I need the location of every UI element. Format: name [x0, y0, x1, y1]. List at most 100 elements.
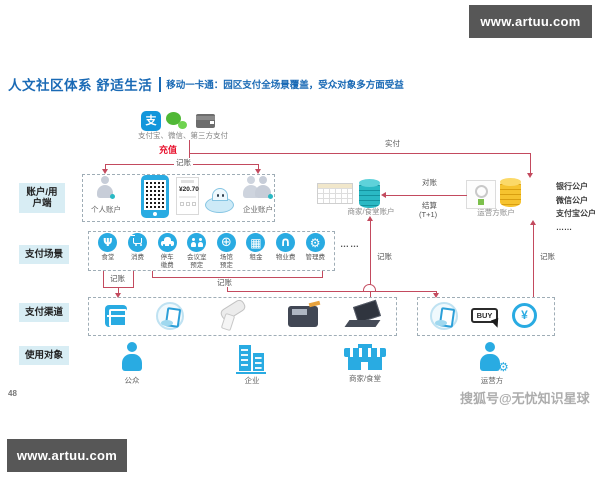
arrowhead [530, 220, 536, 225]
scene-label: 消费 [130, 254, 144, 261]
payment-receipt: ¥20.70 [176, 177, 199, 215]
enterprise-user-label: 企业 [244, 376, 260, 385]
row-label-users: 使用对象 [19, 346, 69, 365]
connector-line [227, 291, 437, 292]
yuan-circle-icon: ¥ [512, 303, 537, 328]
public-user-icon [120, 342, 144, 373]
stadium-icon [216, 233, 236, 252]
flow-label-bookkeeping-merchant: 记账 [375, 252, 394, 261]
alipay-icon: 支 [141, 111, 161, 131]
title-subtitle: 移动一卡通：园区支付全场景覆盖，受众对象多方面受益 [166, 80, 404, 91]
arrowhead [527, 173, 533, 178]
connector-line [133, 271, 134, 287]
public-account-item: 微信公户 [556, 195, 588, 205]
scene-label: 场馆 预定 [219, 254, 233, 269]
scene-label: 会议室 预定 [186, 254, 207, 269]
channels-online-box [417, 297, 555, 336]
qr-scan-icon [105, 305, 127, 327]
flow-label-settle: 结算 [420, 201, 439, 210]
flow-label-settle-cycle: (T+1) [417, 210, 440, 219]
flow-label-recharge: 充值 [159, 145, 178, 155]
connector-line [370, 220, 371, 286]
restaurant-icon [98, 233, 118, 252]
magnet-icon [276, 233, 296, 252]
channels-offline-box [88, 297, 397, 336]
receipt-header [181, 180, 194, 183]
scene-consume: 消费 [123, 233, 153, 271]
merchant-database-icon [359, 179, 380, 208]
connector-line [258, 164, 259, 170]
scenes-box [88, 231, 335, 271]
wallet-icon [196, 114, 215, 128]
public-account-item: 支付宝公户 [556, 209, 596, 218]
scene-label: 停车 缴费 [160, 254, 174, 269]
scene-parking: 停车 缴费 [152, 233, 182, 271]
row-label-scenes: 支付场景 [19, 245, 69, 264]
car-icon [157, 233, 177, 252]
building-icon [246, 233, 266, 252]
arrowhead [433, 293, 439, 298]
connector-line [189, 140, 190, 153]
arrowhead [102, 169, 108, 174]
line-crossover [363, 284, 376, 291]
card-reader-icon [347, 303, 381, 329]
operator-dashboard-icon [466, 180, 496, 209]
meeting-icon [187, 233, 207, 252]
merchant-user-label: 商家/食堂 [348, 374, 382, 383]
flow-label-bookkeeping-left: 记账 [110, 274, 125, 283]
payment-sources-label: 支付宝、微信、第三方支付 [138, 131, 228, 140]
row-label-channels: 支付渠道 [19, 303, 69, 322]
pos-terminal-icon [288, 306, 318, 327]
scene-list: 食堂 消费 停车 缴费 会议室 预定 场馆 预定 租金 物业费 管理费 [88, 233, 335, 271]
watermark-credit: 搜狐号@无忧知识星球 [460, 391, 590, 406]
arrowhead [367, 216, 373, 221]
enterprise-account-icon-2 [252, 176, 274, 202]
flow-label-bookkeeping-top: 记账 [174, 158, 193, 167]
merchant-account-label: 商家/食堂账户 [347, 207, 395, 216]
scene-rent: 租金 [241, 233, 271, 271]
gear-icon: ⚙ [498, 360, 509, 374]
hand-phone-icon [156, 302, 184, 330]
connector-line [370, 291, 371, 297]
scenes-more-dots: …… [340, 239, 360, 249]
cart-icon [127, 233, 147, 252]
buildings-icon [236, 344, 266, 372]
public-user-label: 公众 [124, 376, 140, 385]
scene-label: 食堂 [101, 254, 115, 261]
qr-code [144, 180, 166, 210]
operator-database-icon [500, 178, 521, 207]
flow-label-pay: 实付 [383, 139, 402, 148]
connector-line [103, 271, 104, 287]
scene-management-fee: 管理费 [300, 233, 330, 271]
site-badge-top-right: www.artuu.com [469, 5, 592, 38]
scene-stadium: 场馆 预定 [212, 233, 242, 271]
page-number: 48 [8, 389, 17, 398]
title-main: 人文社区体系 舒适生活 [8, 78, 153, 93]
connector-line [152, 271, 153, 277]
connector-line [322, 271, 323, 277]
connector-line [530, 153, 531, 174]
connector-line [385, 195, 467, 196]
site-badge-bottom-left: www.artuu.com [7, 439, 127, 472]
wrench-icon [305, 233, 325, 252]
scene-property-fee: 物业费 [271, 233, 301, 271]
public-account-item: 银行公户 [556, 182, 588, 191]
receipt-amount: ¥20.70 [179, 186, 199, 193]
flow-label-reconcile: 对账 [420, 178, 439, 187]
flow-label-bookkeeping-wide: 记账 [215, 278, 234, 287]
personal-account-label: 个人账户 [91, 205, 121, 214]
scene-label: 物业费 [275, 254, 296, 261]
personal-account-icon [94, 176, 116, 202]
enterprise-account-label: 企业账户 [243, 205, 273, 214]
accounts-box [82, 174, 275, 222]
storefront-icon [344, 344, 386, 371]
connector-line [118, 287, 119, 294]
scene-canteen: 食堂 [93, 233, 123, 271]
connector-line [436, 291, 437, 294]
mascot-icon [204, 188, 236, 215]
phone-qr-icon [141, 175, 169, 218]
title-divider [159, 76, 162, 92]
operator-user-label: 运营方 [480, 376, 504, 385]
receipt-buttons [177, 202, 198, 206]
